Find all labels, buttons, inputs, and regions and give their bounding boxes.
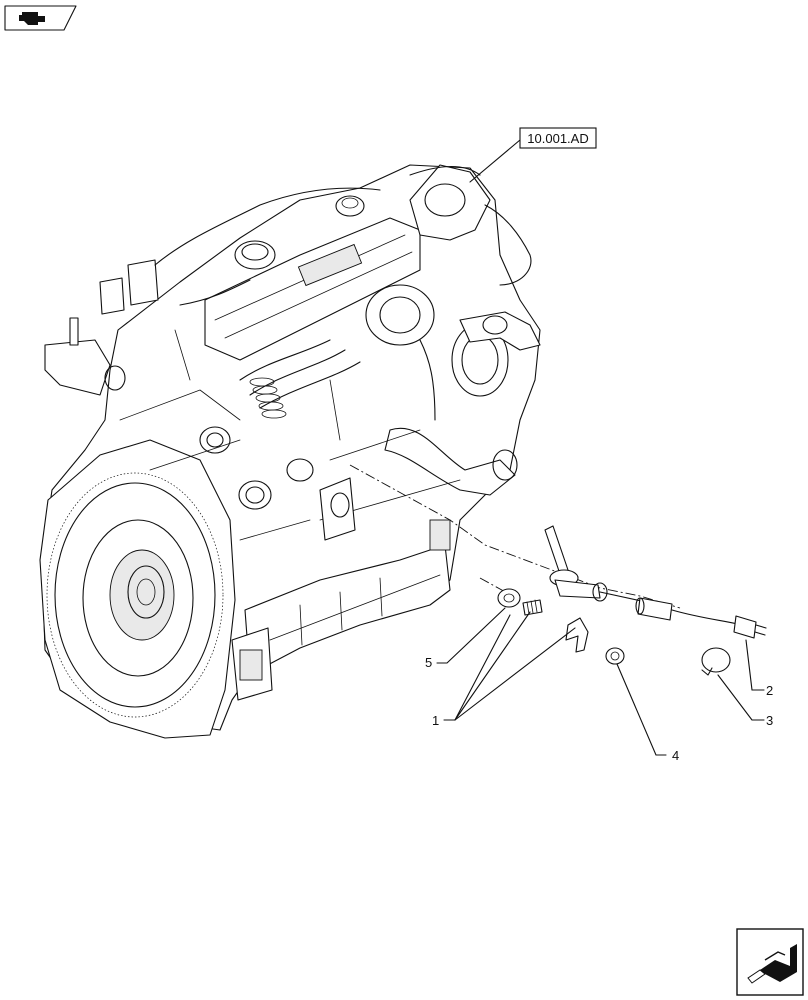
callout-leaders: [436, 607, 765, 756]
part-1-heater-assembly: [522, 525, 647, 653]
callout-1: 1: [432, 713, 439, 728]
engine-illustration: [39, 164, 541, 739]
part-3-cable-tie: [701, 647, 731, 676]
callout-2: 2: [766, 683, 773, 698]
reference-label-box[interactable]: 10.001.AD: [519, 127, 597, 149]
reference-label: 10.001.AD: [527, 131, 588, 146]
engine-section-icon: [4, 5, 77, 31]
continue-arrow-icon[interactable]: [736, 928, 804, 996]
part-2-cable-plug: [635, 597, 767, 639]
callout-labels: 5 1 2 3 4: [425, 655, 773, 763]
part-4-nut: [605, 647, 625, 665]
callout-4: 4: [672, 748, 679, 763]
callout-5: 5: [425, 655, 432, 670]
part-5-washer: [497, 588, 521, 608]
spring-coil: [249, 377, 287, 419]
callout-3: 3: [766, 713, 773, 728]
